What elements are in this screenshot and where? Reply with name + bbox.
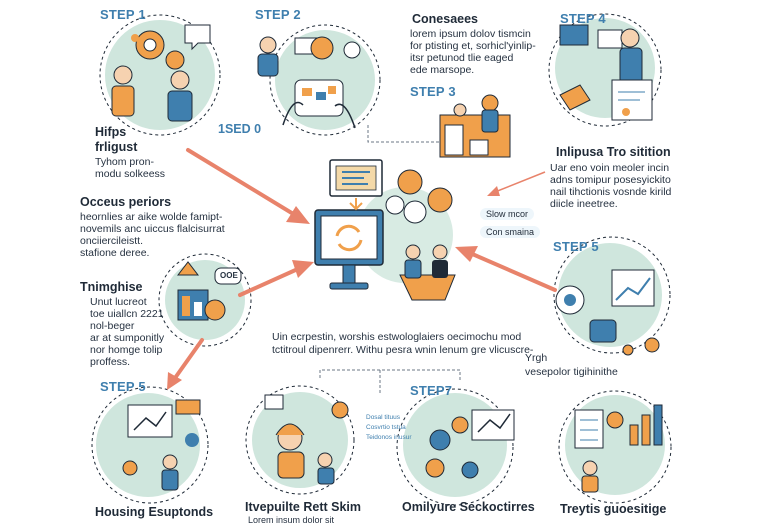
left-mid-line4: stafione deree.	[80, 247, 150, 259]
connector-step3	[367, 125, 440, 143]
teal-circle-bottom3	[403, 393, 507, 497]
arrow-step1-to-center	[186, 148, 297, 217]
arrow-left-to-bottom-head	[167, 372, 182, 390]
dashed-ring-bottom3	[396, 388, 514, 506]
bottom2-team-illustration	[264, 394, 349, 485]
center-people-illustration	[385, 169, 456, 301]
left-lower-title: Tnimghise	[80, 280, 143, 294]
step4-line2: adns tomipur posesyickito	[550, 174, 671, 186]
arrow-step5-to-center	[468, 251, 557, 292]
bottom-title-1: Housing Esuptonds	[95, 505, 214, 519]
step2-label: STEP 2	[255, 7, 301, 22]
left-lower-speech-bubble: OOE	[220, 271, 238, 280]
center-caption-line2: tctitroul dipenrerr. Withu pesra wnin le…	[272, 344, 534, 356]
bottom-step7-label: STEP7	[410, 383, 453, 398]
left-mid-line2: novemils anc uiccus flalcisurrat	[80, 223, 225, 235]
step2-code-label: 1SED 0	[218, 122, 262, 136]
bottom4-checklist-illustration	[574, 404, 663, 493]
step4-line1: Uar eno voin meoler incin	[550, 162, 670, 174]
left-lower-line3: nol-beger	[90, 320, 135, 332]
left-lower-line4: ar at sumponitly	[90, 332, 165, 344]
step4-presentation-illustration	[559, 24, 653, 121]
step5-right-line1: Yrgh	[525, 352, 548, 364]
arrow-step4-thin	[494, 171, 546, 193]
bottom-note-1: Dosal tituus	[366, 414, 400, 421]
bottom-title-4: Treytis guoesitige	[560, 502, 667, 516]
left-lower-line5: nor homge tolip	[90, 344, 163, 356]
step5-chart-illustration	[555, 269, 660, 356]
top-right-line2: for ptisting et, sorhicl'yinlip-	[410, 40, 536, 52]
arrow-left-to-bottom	[173, 338, 204, 380]
bottom-step5-label: STEP 5	[100, 379, 146, 394]
bottom-title-3: Omilyure Seckoctirres	[402, 500, 535, 514]
bottom-note-3: Teidonos inusur	[366, 434, 412, 441]
arrow-left-to-center	[238, 266, 302, 297]
left-mid-title: Occeus periors	[80, 195, 172, 209]
step3-workers-illustration	[439, 94, 511, 158]
center-monitor-illustration	[314, 159, 384, 290]
step1-title-line2: frligust	[95, 140, 138, 154]
bottom3-monitor-illustration	[425, 409, 515, 479]
dashed-ring-step5	[553, 236, 671, 354]
arrow-left-to-center-head	[292, 260, 314, 278]
bottom1-analytics-illustration	[122, 399, 201, 491]
arrow-step4-thin-head	[487, 186, 500, 196]
step1-body-line2: modu solkeess	[95, 168, 166, 180]
left-lower-charts-illustration	[176, 261, 242, 321]
connector-bottom	[319, 369, 461, 380]
top-right-line1: lorem ipsum dolov tismcin	[410, 28, 531, 40]
bottom-title-2: Itvepuilte Rett Skim	[245, 500, 361, 514]
center-pill-1: Slow mcor	[480, 208, 535, 220]
left-lower-line2: toe uiallcn 2221	[90, 308, 164, 320]
arrow-step1-to-center-head	[286, 206, 310, 224]
step1-title-line1: Hifps	[95, 125, 127, 139]
left-lower-line1: Unut lucreot	[90, 296, 147, 308]
step4-label: STEP 4	[560, 11, 606, 26]
bottom-sub-2: Lorem insum dolor sit	[248, 515, 335, 525]
left-mid-line3: onciiercileistt.	[80, 235, 144, 247]
teal-circle-step5-right	[558, 243, 662, 347]
step4-line3: nail tihctionis vosnde kirild	[550, 186, 672, 198]
top-right-title: Conesaees	[412, 12, 479, 26]
step5-right-label: STEP 5	[553, 239, 599, 254]
left-lower-line6: proffess.	[90, 356, 131, 368]
top-right-line3: itsr petunod tlie eaged	[410, 52, 514, 64]
dashed-ring-step4	[548, 13, 662, 127]
step3-label: STEP 3	[410, 84, 456, 99]
step5-right-line2: vesepolor tigihinithe	[525, 366, 618, 378]
center-pill-2: Con smaina	[480, 226, 541, 238]
step1-label: STEP 1	[100, 7, 146, 22]
dashed-ring-bottom2	[245, 385, 355, 495]
step2-hands-illustration	[257, 36, 361, 129]
left-mid-line1: heornlies ar aike wolde famipt-	[80, 211, 223, 223]
bottom-note-2: Cosvrtio tstua	[366, 424, 406, 431]
step1-people-gears-illustration	[111, 24, 211, 122]
center-caption-line1: Uin ecrpestin, worshis estwologlaiers oe…	[272, 331, 522, 343]
dashed-ring-bottom1	[91, 386, 209, 504]
dashed-ring-left-lower	[158, 253, 252, 347]
dashed-ring-step1	[99, 14, 221, 136]
step4-title: Inlipusa Tro sitition	[556, 145, 671, 159]
dashed-ring-step2	[269, 24, 381, 136]
dashed-ring-bottom4	[558, 390, 672, 504]
arrow-step5-to-center-head	[455, 246, 478, 262]
step1-body-line1: Tyhom pron-	[95, 156, 154, 168]
step4-line4: diicle ineetree.	[550, 198, 618, 210]
top-right-line4: ede marsope.	[410, 64, 475, 76]
